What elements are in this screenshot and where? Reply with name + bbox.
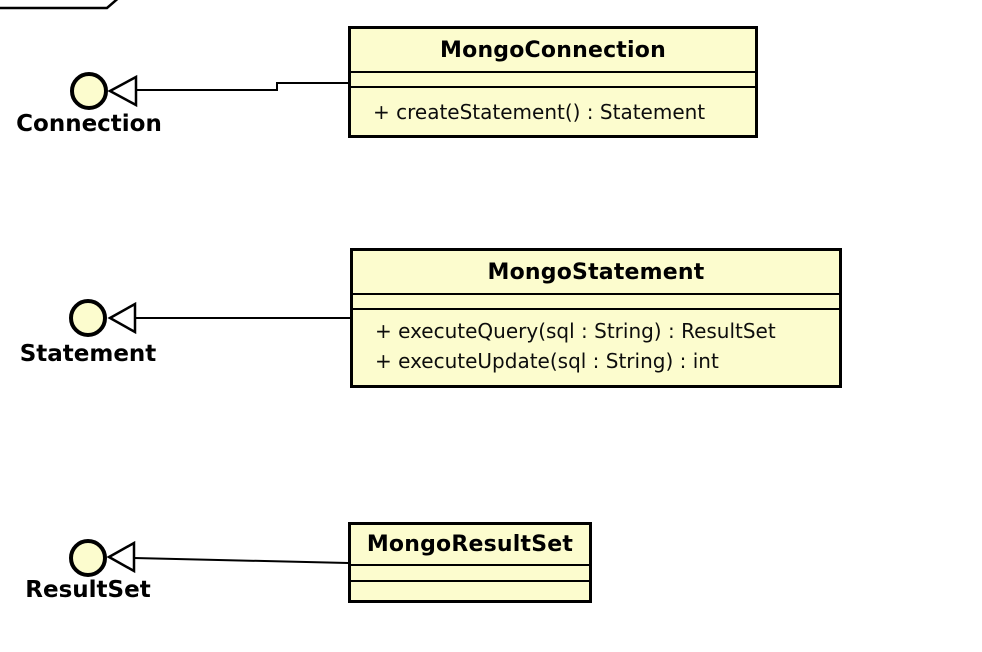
interface-circle-icon <box>70 72 108 110</box>
realization-arrowhead-icon <box>106 540 136 574</box>
package-tab-shape <box>0 0 119 10</box>
methods-compartment <box>351 582 589 600</box>
method-entry: + executeQuery(sql : String) : ResultSet <box>375 319 776 343</box>
interface-label-statement: Statement <box>19 341 157 367</box>
connector-mongoconnection-connection <box>136 82 348 91</box>
methods-compartment: + executeQuery(sql : String) : ResultSet… <box>353 310 839 385</box>
realization-arrowhead-icon <box>107 301 137 335</box>
class-box-mongoconnection: MongoConnection + createStatement() : St… <box>348 26 758 138</box>
class-box-mongoresultset: MongoResultSet <box>348 522 592 603</box>
class-name: MongoConnection <box>351 29 755 73</box>
class-name: MongoStatement <box>353 251 839 295</box>
method-entry: + executeUpdate(sql : String) : int <box>375 349 719 373</box>
realization-arrowhead-icon <box>107 74 138 108</box>
interface-label-connection: Connection <box>16 111 162 137</box>
interface-circle-icon <box>69 299 107 337</box>
methods-compartment: + createStatement() : Statement <box>351 88 755 135</box>
class-name: MongoResultSet <box>351 525 589 566</box>
connector-mongoresultset-resultset <box>133 557 349 564</box>
interface-label-resultset: ResultSet <box>25 577 151 603</box>
interface-circle-icon <box>69 539 107 577</box>
attributes-compartment <box>351 566 589 582</box>
method-entry: + createStatement() : Statement <box>373 99 706 124</box>
class-box-mongostatement: MongoStatement + executeQuery(sql : Stri… <box>350 248 842 388</box>
attributes-compartment <box>353 295 839 310</box>
attributes-compartment <box>351 73 755 88</box>
